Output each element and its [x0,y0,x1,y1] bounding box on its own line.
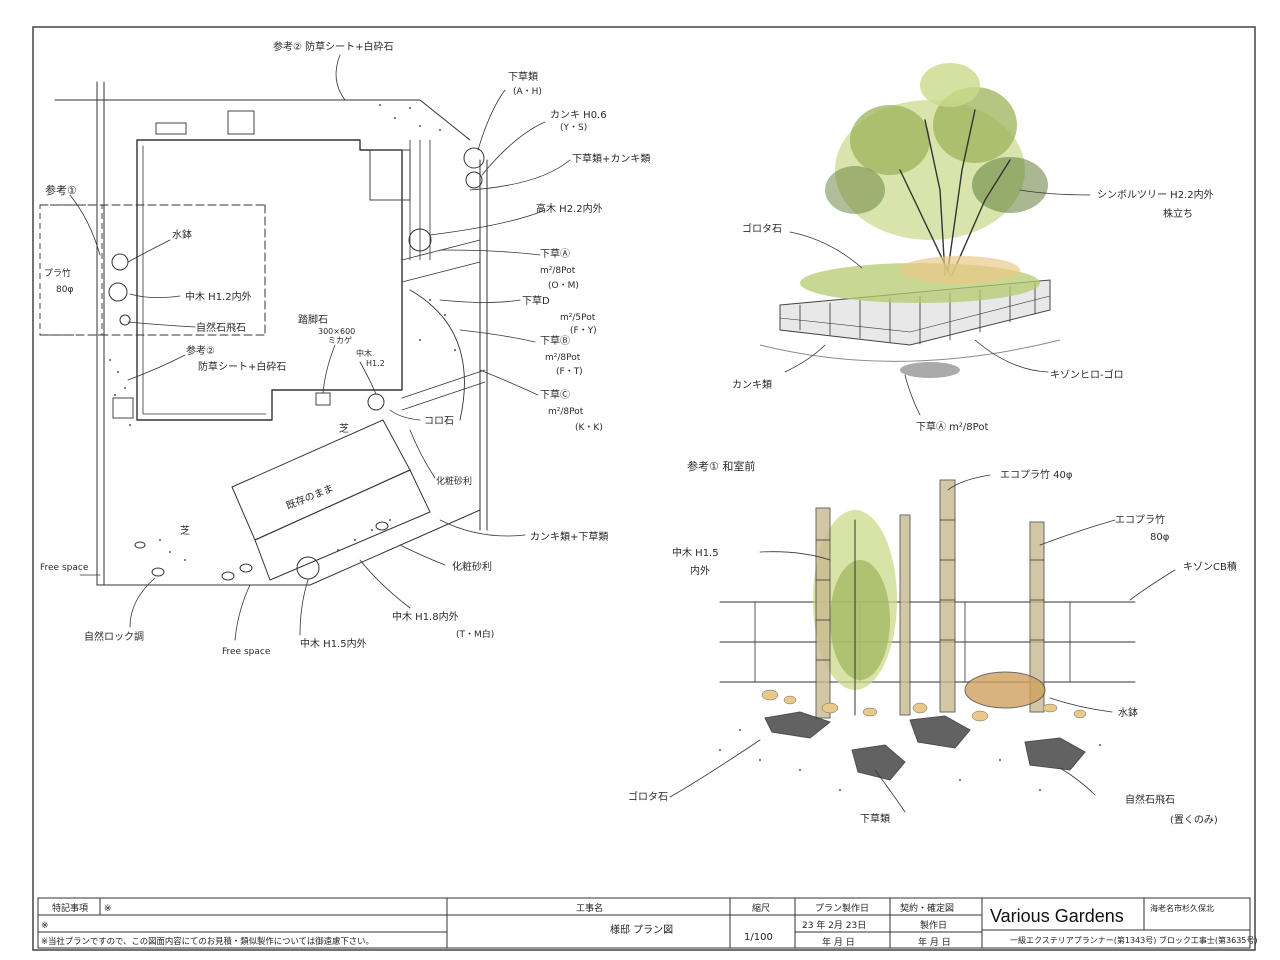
label-bamboo-fence-size: 80φ [56,285,73,295]
label-bottom-shitakusa: 下草類 [860,813,890,825]
label-top-koro: ゴロタ石 [742,222,782,235]
label-shitakusa-d-code: (F・Y) [570,326,597,336]
label-eco-bamboo-40: エコプラ竹 40φ [1000,468,1073,481]
brand-name: Various Gardens [990,906,1124,926]
label-chuboku-18: 中木 H1.8内外 [392,610,459,623]
label-bamboo-fence: プラ竹 [44,267,71,279]
label-shizen-ishi: 自然石飛石 [196,321,246,334]
project-header: 工事名 [576,902,603,914]
label-shitakusa-d-pot: m²/5Pot [560,313,596,323]
label-eco-bamboo-80-size: 80φ [1150,532,1170,543]
label-bottom-title: 参考① 和室前 [687,459,755,473]
label-shitakusa-c: 下草Ⓒ [540,389,570,401]
company-address: 海老名市杉久保北 [1150,903,1214,913]
label-bottom-shizen-ishi-note: (置くのみ) [1170,814,1218,826]
label-ref2-mid: 参考② [186,344,215,357]
tree-foliage [825,63,1048,240]
label-ref2-mid-desc: 防草シート+白砕石 [198,360,286,373]
label-chuboku-18-code: (T・M白) [456,628,494,640]
label-free-space-left: Free space [40,563,89,573]
label-eco-bamboo-80: エコプラ竹 [1115,513,1165,526]
label-bottom-chuboku-2: 内外 [690,564,710,577]
label-shitakusa-d: 下草D [522,295,550,307]
label-existing-cb: キゾンCB積 [1183,560,1237,573]
sketch-symbol-tree: シンボルツリー H2.2内外 株立ち ゴロタ石 カンキ類 キゾンヒロ-ゴロ 下草… [732,63,1214,433]
plan-date-header: プラン製作日 [815,902,869,914]
sketch-wasshitsu-front: 参考① 和室前 エコプラ竹 40φ エコプラ竹 80φ キゾンCB積 中木 H1… [628,459,1237,826]
label-chuboku-h12-size: H1.2 [366,359,385,368]
label-keshou: 化粧砂利 [436,475,472,487]
label-ref2-top: 参考② 防草シート+白砕石 [273,40,394,53]
contract-sub: 製作日 [920,919,947,931]
notes-footer: ※当社プランですので、この図面内容にてのお見積・類似製作については御遠慮下さい。 [41,936,374,946]
plan-leaders [69,54,571,641]
label-shiba: 芝 [339,422,349,435]
label-shitakusa-a: 下草Ⓐ [540,248,570,260]
label-chuboku-12: 中木 H1.2内外 [185,290,252,303]
notes-row2: ※ [41,921,49,931]
label-fumiishi: 踏脚石 [298,313,328,326]
label-shizen-rock: 自然ロック調 [84,630,144,643]
label-bottom-suibachi: 水鉢 [1118,706,1138,719]
label-bottom-shizen-ishi: 自然石飛石 [1125,793,1175,806]
label-shitakusa-c-pot: m²/8Pot [548,407,584,417]
contract-header: 契約・確定図 [900,902,954,914]
label-shitakusa-a-pot: m²/8Pot [540,266,576,276]
contract-blank: 年 月 日 [918,936,951,948]
label-shitakusa-ah: 下草類 [508,71,538,83]
label-shitakusa-b-code: (F・T) [556,367,583,377]
notes-mark: ※ [104,904,112,914]
label-top-existing: キゾンヒロ-ゴロ [1050,368,1124,381]
label-shiba2: 芝 [180,524,190,537]
plan-date-blank: 年 月 日 [822,936,855,948]
label-koro: コロ石 [424,416,454,427]
label-shitakusa-kaneki: 下草類+カンキ類 [572,153,650,165]
label-top-shitakusa: 下草Ⓐ m²/8Pot [916,421,988,433]
licence-info: 一級エクステリアプランナー(第1343号) ブロック工事士(第3635号) [1010,935,1258,945]
label-bottom-chuboku: 中木 H1.5 [672,546,719,559]
label-top-kanki: カンキ類 [732,379,772,391]
label-kanki-shitakusa: カンキ類+下草類 [530,531,608,543]
label-fumiishi-finish: ミカゲ [328,335,352,345]
label-bottom-koro: ゴロタ石 [628,790,668,803]
label-shitakusa-c-code: (K・K) [575,423,603,433]
label-shitakusa-ah-code: (A・H) [513,87,542,97]
sheet-border [32,26,1256,951]
notes-header: 特記事項 [52,902,88,914]
scale-header: 縮尺 [752,902,770,914]
label-ref1: 参考① [45,183,77,197]
label-shitakusa-b: 下草Ⓑ [540,335,570,347]
site-plan [39,81,488,586]
plan-labels: 参考② 防草シート+白砕石 下草類 (A・H) カンキ H0.6 (Y・S) 下… [40,40,650,657]
label-free-space-bottom: Free space [222,647,271,657]
label-kanaki-h06-code: (Y・S) [560,123,587,133]
label-chuboku-15: 中木 H1.5内外 [300,637,367,650]
scale-value: 1/100 [744,932,773,943]
label-fumiishi-size: 300×600 [318,327,355,336]
label-keshou2: 化粧砂利 [452,560,492,573]
title-block: 特記事項 ※ ※ ※当社プランですので、この図面内容にてのお見積・類似製作につい… [37,897,1258,949]
label-symbol-tree: シンボルツリー H2.2内外 [1097,188,1214,201]
label-symbol-tree-type: 株立ち [1163,207,1193,220]
label-shitakusa-a-code: (O・M) [548,281,579,291]
project-name: 様邸 プラン図 [610,923,673,936]
label-chuboku-h12: 中木 [356,348,372,358]
label-shitakusa-b-pot: m²/8Pot [545,353,581,363]
label-kouboku: 高木 H2.2内外 [536,202,603,215]
plan-date-value: 23 年 2月 23日 [802,919,866,931]
label-suibachi: 水鉢 [172,228,192,241]
label-kanaki-h06: カンキ H0.6 [550,109,607,121]
